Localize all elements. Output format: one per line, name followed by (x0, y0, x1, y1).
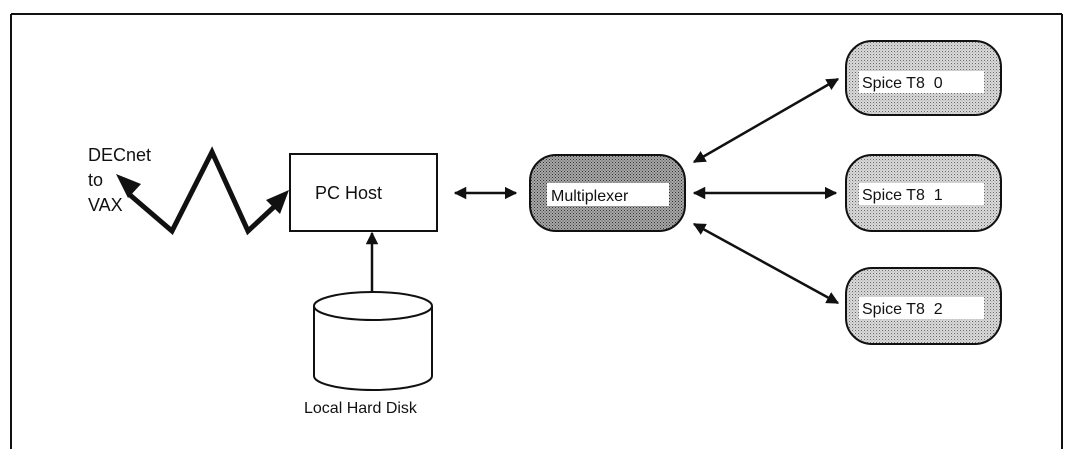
node-box: Spice T8 2 (845, 267, 1002, 345)
node-box: Spice T8 1 (845, 154, 1002, 232)
disk-label: Local Hard Disk (304, 400, 418, 417)
wan-zigzag-link (116, 146, 289, 236)
wan-label-line-1: DECnet (88, 145, 151, 165)
node-label: Spice T8 2 (862, 301, 943, 318)
mux-node-0-link (692, 77, 840, 164)
wan-arrowhead-right (266, 190, 289, 214)
multiplexer-box: Multiplexer (529, 154, 686, 232)
wan-label-line-3: VAX (88, 195, 123, 215)
node-label: Spice T8 1 (862, 187, 943, 204)
diagram-frame (10, 13, 1063, 449)
wan-label: DECnet to VAX (88, 145, 151, 215)
node-label: Spice T8 0 (862, 75, 943, 92)
wan-label-line-2: to (88, 170, 103, 190)
disk-icon (313, 291, 433, 391)
wan-arrowhead-left (116, 174, 141, 198)
pc-host-box: PC Host (289, 153, 438, 232)
multiplexer-label: Multiplexer (551, 188, 629, 205)
node-box: Spice T8 0 (845, 40, 1002, 116)
mux-node-2-link (692, 222, 840, 305)
pc-host-label: PC Host (315, 183, 382, 203)
